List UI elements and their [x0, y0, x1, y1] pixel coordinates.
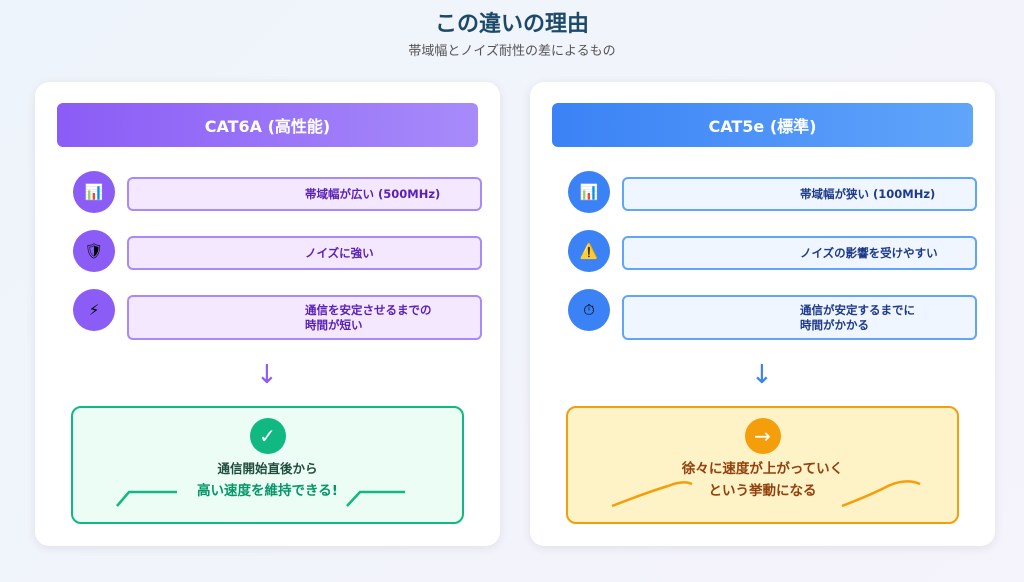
lightning-icon: ⚡ [73, 289, 115, 331]
shield-icon: 🛡 [73, 230, 115, 272]
cat5e-card: CAT5e (標準) 📊 帯域幅が狭い (100MHz) ⚠️ ノイズの影響を受… [530, 82, 995, 546]
check-icon: ✓ [249, 418, 286, 454]
speed-curve-icon [611, 480, 921, 508]
bar-chart-icon: 📊 [73, 171, 115, 213]
warning-icon: ⚠️ [568, 230, 610, 272]
result-line-2: 高い速度を維持できる! [197, 483, 338, 499]
feature-stabilize: 通信を安定させるまでの時間が短い [127, 295, 482, 340]
feature-bandwidth: 帯域幅が狭い (100MHz) [622, 177, 977, 211]
feature-bandwidth: 帯域幅が広い (500MHz) [127, 177, 482, 211]
cat6a-header: CAT6A (高性能) [57, 103, 478, 147]
feature-line: 通信が安定するまでに [800, 302, 915, 317]
result-line-2: という挙動になる [708, 483, 817, 499]
arrow-down-icon: ↓ [751, 360, 773, 390]
cat6a-card: CAT6A (高性能) 📊 帯域幅が広い (500MHz) 🛡 ノイズに強い ⚡… [35, 82, 500, 546]
speed-line-icon [116, 490, 405, 507]
arrow-down-icon: ↓ [256, 360, 278, 390]
page-title: この違いの理由 [434, 12, 589, 37]
feature-stabilize: 通信が安定するまでに時間がかかる [622, 295, 977, 340]
feature-line: 時間が短い [305, 317, 363, 332]
result-line-1: 通信開始直後から [217, 461, 318, 476]
page-subtitle: 帯域幅とノイズ耐性の差によるもの [408, 44, 616, 59]
result-line-1: 徐々に速度が上がっていく [681, 461, 844, 477]
arrow-right-icon: → [744, 418, 781, 454]
feature-line: 通信を安定させるまでの [305, 302, 432, 317]
feature-noise: ノイズの影響を受けやすい [622, 236, 977, 270]
cat5e-result: → 徐々に速度が上がっていく という挙動になる [566, 406, 959, 524]
stopwatch-icon: ⏱ [568, 289, 610, 331]
feature-line: 時間がかかる [800, 317, 869, 332]
bar-chart-icon: 📊 [568, 171, 610, 213]
cat6a-result: ✓ 通信開始直後から 高い速度を維持できる! [71, 406, 464, 524]
cat5e-header: CAT5e (標準) [552, 103, 973, 147]
feature-noise: ノイズに強い [127, 236, 482, 270]
